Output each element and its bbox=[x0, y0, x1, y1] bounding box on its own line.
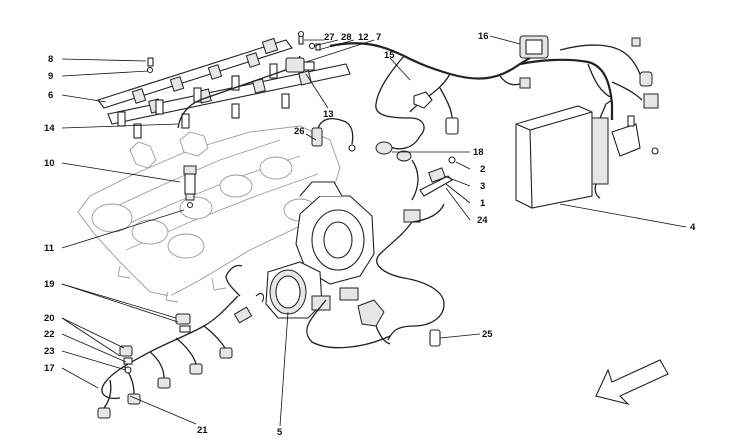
callout-18: 18 bbox=[473, 147, 484, 158]
callout-27: 27 bbox=[324, 32, 335, 43]
screws-top bbox=[297, 30, 321, 51]
callout-14: 14 bbox=[44, 123, 55, 134]
callout-numbers: 8 9 6 14 10 11 19 20 22 23 17 21 5 27 28… bbox=[44, 31, 696, 438]
callout-12: 12 bbox=[358, 32, 369, 43]
throttle-body bbox=[295, 181, 375, 301]
bolt-and-washer bbox=[146, 57, 154, 74]
main-wiring-harness bbox=[329, 42, 645, 150]
ecu-control-unit bbox=[515, 99, 613, 209]
harness-small-connectors bbox=[413, 37, 659, 135]
sensors-right bbox=[375, 141, 456, 201]
air-flow-meter bbox=[265, 261, 331, 319]
callout-24: 24 bbox=[477, 215, 488, 226]
callout-2: 2 bbox=[480, 164, 485, 175]
sensor-24-harness bbox=[376, 203, 445, 341]
injector bbox=[183, 165, 197, 209]
injector-sub-harness bbox=[97, 264, 265, 419]
callout-8: 8 bbox=[48, 54, 53, 65]
leader-lines bbox=[61, 35, 687, 427]
callout-19: 19 bbox=[44, 279, 55, 290]
harness-connector bbox=[519, 35, 549, 59]
callout-28: 28 bbox=[341, 32, 352, 43]
callout-23: 23 bbox=[44, 346, 55, 357]
pressure-regulator bbox=[285, 57, 315, 73]
callout-6: 6 bbox=[48, 90, 53, 101]
callout-22: 22 bbox=[44, 329, 55, 340]
ecu-bracket bbox=[611, 115, 659, 157]
callout-25: 25 bbox=[482, 329, 493, 340]
fuel-rail bbox=[97, 37, 351, 139]
callout-10: 10 bbox=[44, 158, 55, 169]
callout-5: 5 bbox=[277, 427, 283, 438]
callout-21: 21 bbox=[197, 425, 208, 436]
callout-11: 11 bbox=[44, 243, 55, 254]
callout-13: 13 bbox=[323, 109, 334, 120]
callout-3: 3 bbox=[480, 181, 485, 192]
callout-26: 26 bbox=[294, 126, 305, 137]
callout-17: 17 bbox=[44, 363, 55, 374]
direction-arrow bbox=[595, 359, 669, 406]
callout-9: 9 bbox=[48, 71, 53, 82]
callout-1: 1 bbox=[480, 198, 486, 209]
sensor-26 bbox=[311, 117, 356, 152]
callout-16: 16 bbox=[478, 31, 489, 42]
callout-7: 7 bbox=[376, 32, 381, 43]
callout-4: 4 bbox=[690, 222, 696, 233]
callout-15: 15 bbox=[384, 50, 395, 61]
callout-20: 20 bbox=[44, 313, 55, 324]
clips-and-fasteners bbox=[119, 313, 191, 374]
